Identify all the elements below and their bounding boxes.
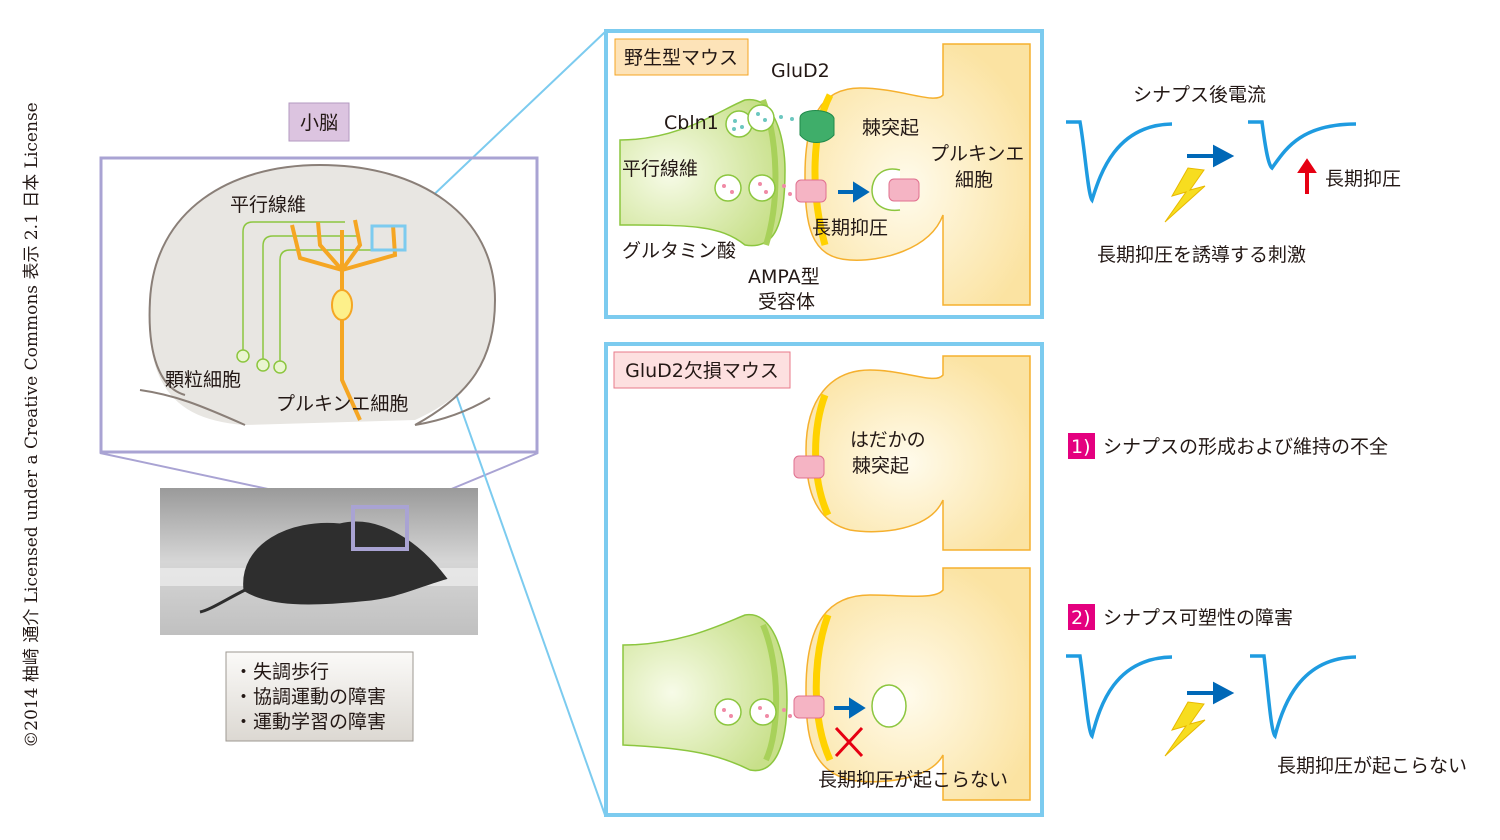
time-arrow-icon (1187, 144, 1235, 168)
cerebellum-title: 小脳 (300, 112, 338, 134)
ko-naked-psd (812, 393, 832, 517)
wt-psd (811, 93, 834, 246)
parallel-fibers (242, 221, 398, 367)
zoom-lines-panels (404, 31, 606, 816)
label-naked-spine-2: 棘突起 (852, 455, 909, 477)
wt-vesicles (714, 104, 776, 202)
ko-glutamate-dots (722, 706, 792, 718)
badge-2 (1068, 604, 1095, 630)
ko-spine (805, 567, 1031, 801)
label-cbln1: Cbln1 (664, 112, 719, 134)
label-granule-cell: 顆粒細胞 (165, 369, 241, 391)
label-purkinje-cell: プルキンエ細胞 (276, 393, 408, 415)
internalized-ampa-receptor (888, 178, 920, 202)
badge-1-number: 1) (1071, 436, 1091, 458)
label-parallel-fiber: 平行線維 (230, 194, 306, 216)
lightning-icon (1164, 167, 1206, 223)
cbln1-dots (732, 112, 794, 131)
badge-1 (1068, 433, 1095, 459)
label-defect-2: シナプス可塑性の障害 (1103, 607, 1293, 629)
ko-arrow-icon (834, 697, 866, 719)
copyright-text: ©2014 柚崎 通介 Licensed under a Creative Co… (22, 102, 42, 747)
mouse-cerebellum-box (351, 505, 409, 551)
label-wt-parallel-fiber: 平行線維 (622, 158, 698, 180)
label-right-no-ltd: 長期抑圧が起こらない (1277, 755, 1467, 777)
label-defect-1: シナプスの形成および維持の不全 (1103, 436, 1388, 458)
label-purkinje-1: プルキンエ (930, 143, 1024, 165)
label-glutamate: グルタミン酸 (622, 240, 736, 262)
ko-presynaptic-zone (760, 623, 780, 762)
label-purkinje-2: 細胞 (955, 169, 993, 191)
ko-naked-spine (805, 355, 1031, 551)
ko-psd (812, 613, 834, 762)
label-naked-spine-1: はだかの (850, 429, 926, 451)
label-glud2: GluD2 (771, 60, 830, 82)
wildtype-title: 野生型マウス (624, 47, 738, 69)
time-arrow-icon-2 (1187, 681, 1235, 705)
label-right-ltd: 長期抑圧 (1325, 168, 1401, 190)
label-spine: 棘突起 (862, 117, 919, 139)
lightning-icon-2 (1164, 701, 1206, 757)
glud2-receptor (799, 110, 835, 143)
label-ltd: 長期抑圧 (812, 217, 888, 239)
blocked-x-icon (834, 726, 864, 758)
zoom-region-box (370, 224, 407, 252)
ko-vesicles (714, 698, 777, 726)
label-ampa-2: 受容体 (758, 291, 815, 313)
ko-ampa-receptor-naked (793, 455, 825, 479)
mouse-silhouette (199, 521, 448, 614)
label-ampa-1: AMPA型 (748, 266, 820, 288)
ko-parallel-fiber-terminal (622, 614, 788, 772)
badge-2-number: 2) (1071, 607, 1091, 629)
ampa-receptor (795, 179, 827, 203)
cerebellum-frame (99, 156, 539, 454)
cerebellum-outline (139, 163, 497, 426)
purkinje-soma (331, 289, 353, 321)
glutamate-dots (722, 182, 792, 196)
ko-empty-endosome (871, 684, 907, 728)
epsc-traces (1066, 120, 1357, 740)
cerebellum-shape (149, 165, 495, 425)
granule-cells (236, 349, 287, 374)
epsc-title: シナプス後電流 (1133, 84, 1266, 106)
up-arrow-icon (1297, 158, 1317, 194)
ltd-arrow-icon (838, 181, 870, 203)
label-ko-no-ltd: 長期抑圧が起こらない (818, 769, 1008, 791)
ko-ampa-receptor (793, 695, 825, 719)
symptom-1: ・失調歩行 (234, 661, 329, 683)
symptoms-box (225, 651, 414, 742)
symptom-3: ・運動学習の障害 (234, 711, 386, 733)
label-stimulus: 長期抑圧を誘導する刺激 (1097, 244, 1306, 266)
knockout-title: GluD2欠損マウス (625, 360, 779, 382)
wildtype-title-box (614, 38, 749, 76)
symptom-2: ・協調運動の障害 (234, 686, 386, 708)
knockout-title-box (613, 351, 791, 389)
cerebellum-title-box (288, 102, 350, 142)
